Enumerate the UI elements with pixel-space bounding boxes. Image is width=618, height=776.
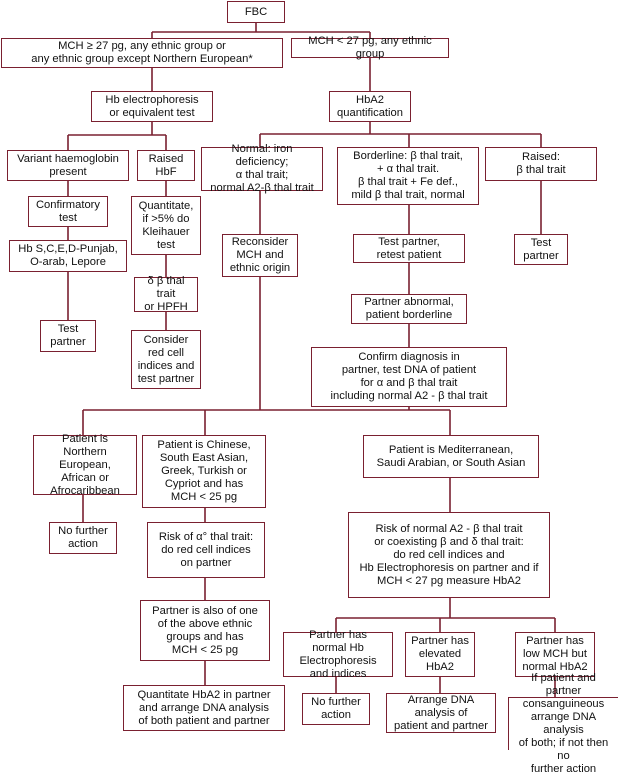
node-partner-elevated-hba2: Partner has elevated HbA2 (405, 632, 475, 677)
node-confirmatory-test: Confirmatory test (28, 196, 108, 227)
node-partner-normal-hb: Partner has normal Hb Electrophoresis an… (283, 629, 393, 680)
node-hb-variants: Hb S,C,E,D-Punjab, O-arab, Lepore (9, 240, 127, 272)
node-no-further-action-2: No further action (302, 693, 370, 725)
node-chinese-sea: Patient is Chinese, South East Asian, Gr… (142, 435, 266, 508)
node-northern-european: Patient is Northern European, African or… (33, 433, 137, 497)
node-variant-haemoglobin: Variant haemoglobin present (7, 150, 129, 181)
node-partner-abnormal: Partner abnormal, patient borderline (351, 294, 467, 324)
node-test-partner-raised: Test partner (514, 234, 568, 265)
node-test-partner-retest: Test partner, retest patient (353, 234, 465, 263)
node-no-further-action-1: No further action (49, 522, 117, 554)
node-normal-iron-deficiency: Normal: iron deficiency; α thal trait; n… (201, 143, 323, 194)
node-hba2-quantification: HbA2 quantification (329, 91, 411, 122)
node-raised-hbf: Raised HbF (137, 150, 195, 181)
node-borderline: Borderline: β thal trait, + α thal trait… (337, 147, 479, 205)
node-confirm-diagnosis: Confirm diagnosis in partner, test DNA o… (311, 347, 507, 407)
node-test-partner-variant: Test partner (40, 320, 96, 352)
node-hb-electrophoresis: Hb electrophoresis or equivalent test (91, 91, 213, 122)
node-delta-beta-thal: δ β thal trait or HPFH (134, 275, 198, 313)
node-quantitate-hbf: Quantitate, if >5% do Kleihauer test (131, 196, 201, 255)
node-mch-low: MCH < 27 pg, any ethnic group (291, 35, 449, 60)
node-partner-low-mch: Partner has low MCH but normal HbA2 (515, 632, 595, 677)
node-quantitate-hba2-partner: Quantitate HbA2 in partner and arrange D… (123, 685, 285, 731)
node-risk-alpha0: Risk of α° thal trait: do red cell indic… (147, 522, 265, 578)
node-reconsider-mch: Reconsider MCH and ethnic origin (222, 234, 298, 277)
node-mediterranean: Patient is Mediterranean, Saudi Arabian,… (363, 435, 539, 478)
node-fbc: FBC (227, 1, 285, 23)
node-risk-normal-a2: Risk of normal A2 - β thal trait or coex… (348, 512, 550, 598)
node-consider-red-cell: Consider red cell indices and test partn… (131, 330, 201, 389)
node-raised-beta-thal: Raised: β thal trait (485, 147, 597, 181)
node-arrange-dna: Arrange DNA analysis of patient and part… (386, 693, 496, 733)
node-consanguineous: If patient and partner consanguineous ar… (508, 672, 618, 775)
connector-lines (67, 22, 556, 697)
node-mch-high: MCH ≥ 27 pg, any ethnic group or any eth… (1, 38, 283, 68)
node-partner-also-ethnic: Partner is also of one of the above ethn… (140, 600, 270, 661)
